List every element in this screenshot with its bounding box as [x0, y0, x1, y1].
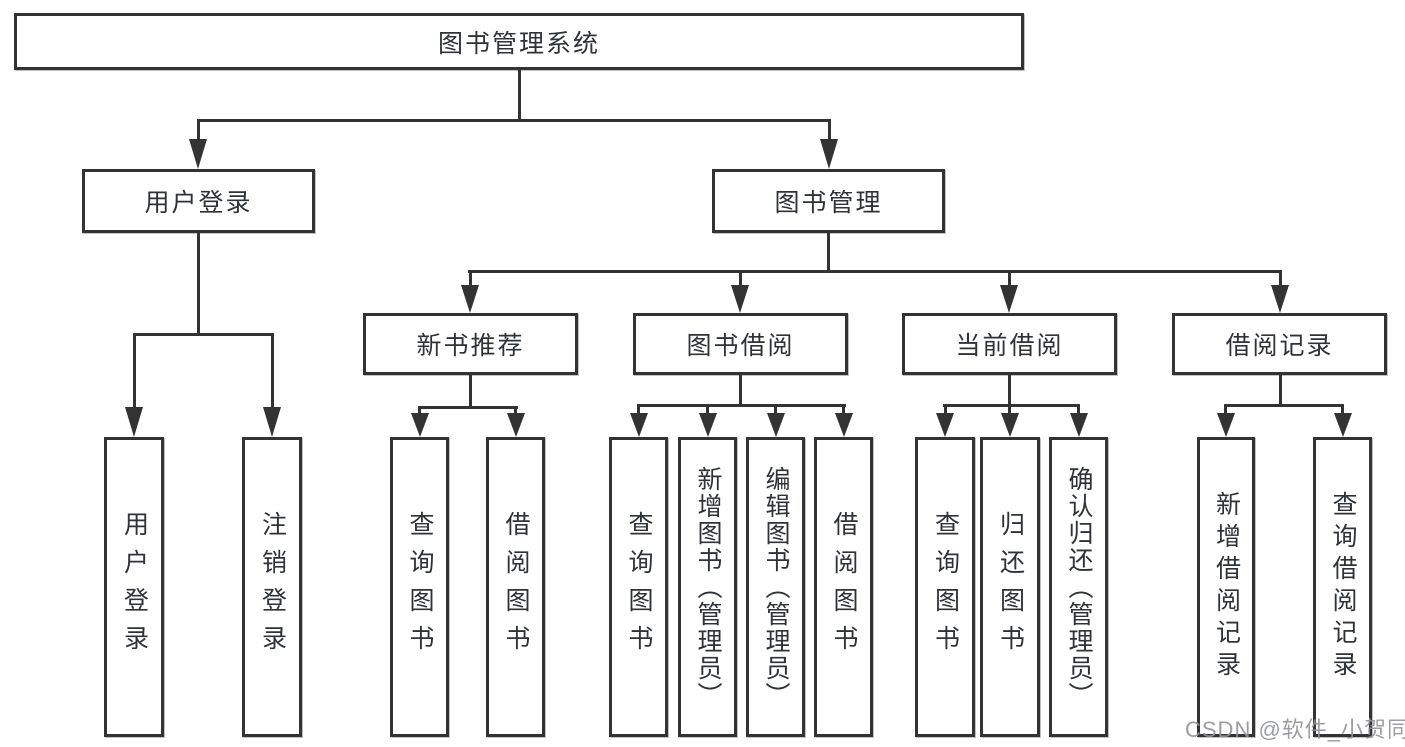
- connector-level3-drop: [1008, 270, 1011, 288]
- arrow-down-icon: [507, 413, 525, 437]
- node-new-book-recommend-label: 新书推荐: [416, 332, 525, 360]
- leaf-cb-return-books-label: 归还图书: [996, 511, 1025, 663]
- leaf-nb-borrow-books-label: 借阅图书: [502, 511, 530, 663]
- node-book-management-label: 图书管理: [774, 189, 883, 217]
- leaf-bb-query-books-label: 查询图书: [625, 511, 653, 663]
- connector-leaf-drop: [514, 406, 517, 415]
- connector-book-borrow-bar: [637, 404, 846, 407]
- leaf-cb-confirm-return-admin: 确认归还（管理员）: [1049, 437, 1108, 737]
- connector-user-login-bar: [133, 333, 274, 336]
- arrow-down-icon: [835, 413, 853, 437]
- leaf-cb-return-books: 归还图书: [980, 437, 1040, 737]
- arrow-down-icon: [1001, 413, 1019, 437]
- arrow-down-icon: [189, 139, 207, 169]
- arrow-down-icon: [1000, 285, 1018, 313]
- connector-leaf-drop: [418, 406, 421, 415]
- arrow-down-icon: [820, 139, 838, 169]
- connector-current-borrow-stem: [1008, 375, 1011, 407]
- leaf-user-login: 用户登录: [104, 437, 164, 737]
- node-current-borrow-label: 当前借阅: [955, 332, 1064, 360]
- leaf-cb-confirm-return-admin-label: 确认归还（管理员）: [1065, 465, 1093, 709]
- arrow-down-icon: [936, 413, 954, 437]
- connector-borrow-records-bar: [1224, 404, 1344, 407]
- connector-leaf-drop: [1008, 404, 1011, 415]
- connector-book-management-drop: [828, 119, 831, 145]
- leaf-nb-query-books: 查询图书: [390, 437, 449, 737]
- connector-level3-drop: [469, 270, 472, 288]
- connector-level2-bar: [197, 119, 831, 122]
- arrow-down-icon: [1271, 285, 1289, 313]
- leaf-nb-borrow-books: 借阅图书: [486, 437, 545, 737]
- node-book-management: 图书管理: [712, 169, 945, 233]
- connector-user-login-drop: [197, 119, 200, 145]
- connector-root-stem: [518, 70, 521, 122]
- connector-level3-bar: [468, 270, 1282, 273]
- connector-current-borrow-bar: [943, 404, 1080, 407]
- leaf-bb-edit-books-admin-label: 编辑图书（管理员）: [762, 465, 790, 709]
- leaf-bb-query-books: 查询图书: [609, 437, 668, 737]
- arrow-down-icon: [263, 407, 281, 437]
- leaf-bb-add-books-admin: 新增图书（管理员）: [678, 437, 737, 737]
- connector-leaf-drop: [271, 333, 274, 408]
- connector-new-book-stem: [469, 375, 472, 408]
- connector-leaf-drop: [706, 404, 709, 415]
- arrow-down-icon: [731, 285, 749, 313]
- leaf-br-add-borrow-record: 新增借阅记录: [1197, 437, 1255, 737]
- arrow-down-icon: [699, 413, 717, 437]
- connector-new-book-bar: [418, 406, 518, 409]
- node-new-book-recommend: 新书推荐: [363, 313, 578, 375]
- connector-leaf-drop: [1224, 404, 1227, 415]
- leaf-bb-add-books-admin-label: 新增图书（管理员）: [694, 465, 722, 709]
- node-current-borrow: 当前借阅: [902, 313, 1117, 375]
- leaf-bb-edit-books-admin: 编辑图书（管理员）: [746, 437, 805, 737]
- arrow-down-icon: [411, 413, 429, 437]
- node-root-label: 图书管理系统: [437, 29, 600, 58]
- connector-book-borrow-stem: [739, 375, 742, 407]
- connector-leaf-drop: [1077, 404, 1080, 415]
- connector-leaf-drop: [944, 404, 947, 415]
- connector-leaf-drop: [1341, 404, 1344, 415]
- leaf-logout: 注销登录: [242, 437, 302, 737]
- node-book-borrow-label: 图书借阅: [686, 332, 795, 360]
- leaf-br-add-borrow-record-label: 新增借阅记录: [1212, 491, 1241, 683]
- node-user-login: 用户登录: [82, 169, 315, 233]
- arrow-down-icon: [767, 413, 785, 437]
- csdn-watermark: CSDN @软件_小贺同学: [1185, 717, 1405, 742]
- node-book-borrow: 图书借阅: [633, 313, 848, 375]
- leaf-cb-query-books: 查询图书: [915, 437, 975, 737]
- connector-level3-drop: [1279, 270, 1282, 288]
- arrow-down-icon: [1070, 413, 1088, 437]
- leaf-nb-query-books-label: 查询图书: [406, 511, 434, 663]
- leaf-br-query-borrow-record-label: 查询借阅记录: [1329, 491, 1357, 683]
- connector-leaf-drop: [842, 404, 845, 415]
- leaf-user-login-label: 用户登录: [120, 511, 149, 663]
- connector-leaf-drop: [637, 404, 640, 415]
- node-borrow-records-label: 借阅记录: [1225, 332, 1334, 360]
- leaf-bb-borrow-books-label: 借阅图书: [830, 511, 858, 663]
- connector-leaf-drop: [133, 333, 136, 408]
- arrow-down-icon: [461, 285, 479, 313]
- arrow-down-icon: [1217, 413, 1235, 437]
- node-root: 图书管理系统: [14, 13, 1024, 70]
- leaf-br-query-borrow-record: 查询借阅记录: [1313, 437, 1372, 737]
- connector-level3-drop: [739, 270, 742, 288]
- leaf-logout-label: 注销登录: [258, 511, 287, 663]
- connector-book-management-stem: [827, 233, 830, 273]
- arrow-down-icon: [1334, 413, 1352, 437]
- node-user-login-label: 用户登录: [144, 189, 253, 217]
- connector-borrow-records-stem: [1279, 375, 1282, 407]
- arrow-down-icon: [125, 407, 143, 437]
- node-borrow-records: 借阅记录: [1172, 313, 1387, 375]
- arrow-down-icon: [630, 413, 648, 437]
- connector-user-login-stem: [197, 233, 200, 336]
- leaf-cb-query-books-label: 查询图书: [931, 511, 960, 663]
- connector-leaf-drop: [774, 404, 777, 415]
- leaf-bb-borrow-books: 借阅图书: [814, 437, 873, 737]
